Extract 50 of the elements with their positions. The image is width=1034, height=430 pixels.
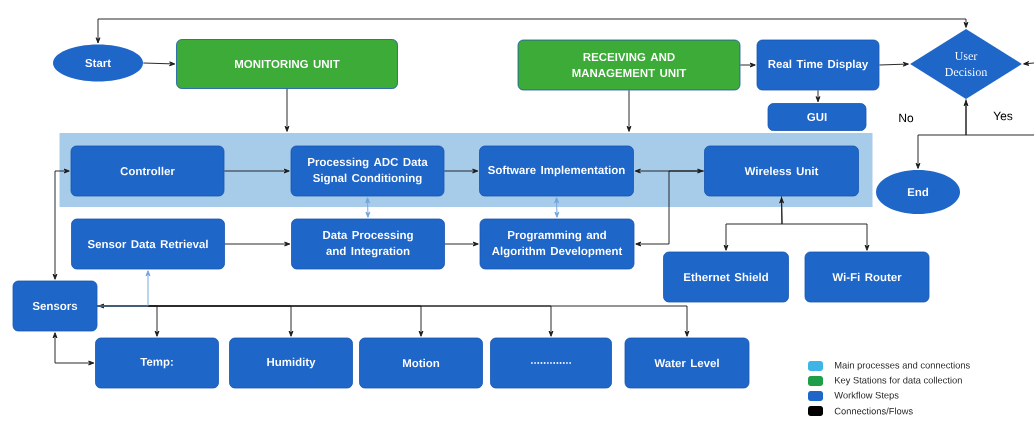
- arrow: [554, 197, 560, 218]
- arrow: [284, 88, 290, 132]
- arrow: [365, 197, 371, 218]
- arrow: [739, 62, 756, 68]
- station-box: MONITORING UNIT: [176, 39, 398, 89]
- process-box: Sensors: [12, 280, 98, 332]
- process-box: Wi-Fi Router: [804, 251, 930, 303]
- process-box: Temp:: [95, 337, 219, 389]
- legend-label: Key Stations for data collection: [835, 376, 962, 386]
- process-box: GUI: [767, 103, 867, 131]
- process-box: .............: [490, 337, 612, 389]
- process-box: Data Processing and Integration: [291, 218, 445, 270]
- arrow: [142, 61, 176, 67]
- process-box: Humidity: [229, 337, 353, 389]
- end-oval: End: [876, 170, 960, 214]
- process-box: Programming and Algorithm Development: [479, 218, 635, 270]
- arrow: [781, 195, 870, 251]
- edge-label: Yes: [991, 110, 1015, 122]
- arrow: [443, 168, 479, 174]
- arrow: [1023, 61, 1034, 66]
- legend-label: Connections/Flows: [834, 407, 913, 415]
- arrow: [635, 170, 705, 247]
- edge-label: No: [897, 112, 915, 124]
- arrow: [723, 197, 785, 251]
- start-oval: Start: [53, 44, 143, 82]
- process-box: Processing ADC Data Signal Conditioning: [290, 145, 445, 197]
- arrow: [224, 241, 291, 247]
- process-box: Real Time Display: [756, 39, 880, 91]
- arrow: [634, 168, 704, 174]
- arrow: [95, 18, 969, 44]
- process-box: Water Level: [624, 337, 750, 389]
- process-box: Controller: [70, 145, 225, 197]
- arrow: [878, 61, 909, 67]
- arrow: [626, 89, 632, 132]
- station-box: RECEIVING AND MANAGEMENT UNIT: [517, 39, 741, 91]
- process-box: Motion: [359, 337, 483, 389]
- legend-label: Main processes and connections: [835, 361, 970, 371]
- process-box: Wireless Unit: [704, 145, 859, 197]
- process-box: Ethernet Shield: [663, 251, 789, 303]
- arrow: [96, 270, 151, 307]
- arrow: [815, 89, 821, 103]
- arrow: [52, 168, 70, 280]
- arrow: [52, 332, 95, 366]
- arrow: [963, 100, 1034, 136]
- arrow: [915, 98, 967, 169]
- process-box: Software Implementation: [479, 145, 634, 197]
- arrow: [444, 241, 479, 247]
- process-box: Sensor Data Retrieval: [71, 218, 225, 270]
- arrow: [223, 168, 290, 174]
- legend-label: Workflow Steps: [834, 391, 899, 401]
